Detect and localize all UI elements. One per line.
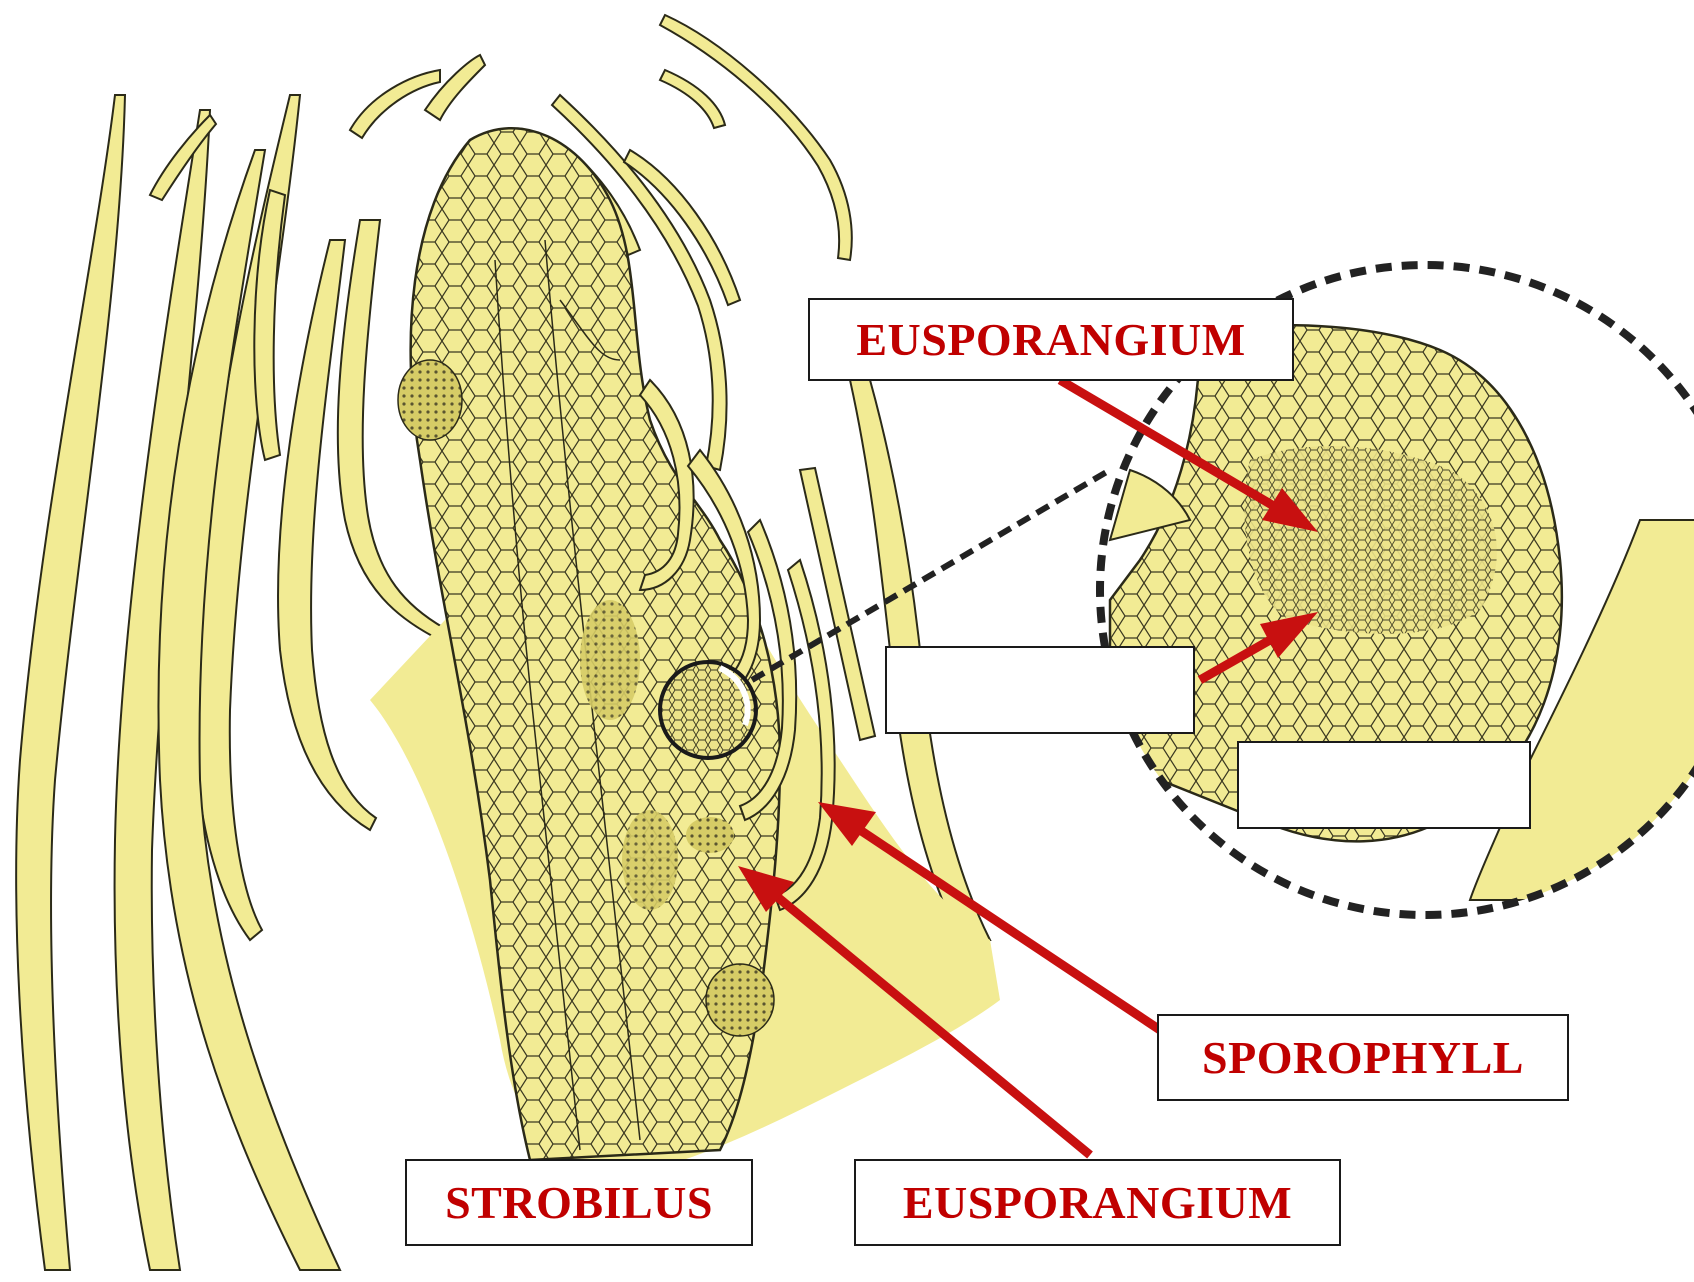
highlight-circle	[660, 662, 756, 758]
label-strobilus: STROBILUS	[405, 1159, 753, 1246]
label-blank-2[interactable]	[1237, 741, 1531, 829]
label-sporophyll: SPOROPHYLL	[1157, 1014, 1569, 1101]
label-eusporangium-bottom: EUSPORANGIUM	[854, 1159, 1341, 1246]
label-eusporangium-top: EUSPORANGIUM	[808, 298, 1294, 381]
label-blank-1[interactable]	[885, 646, 1195, 734]
